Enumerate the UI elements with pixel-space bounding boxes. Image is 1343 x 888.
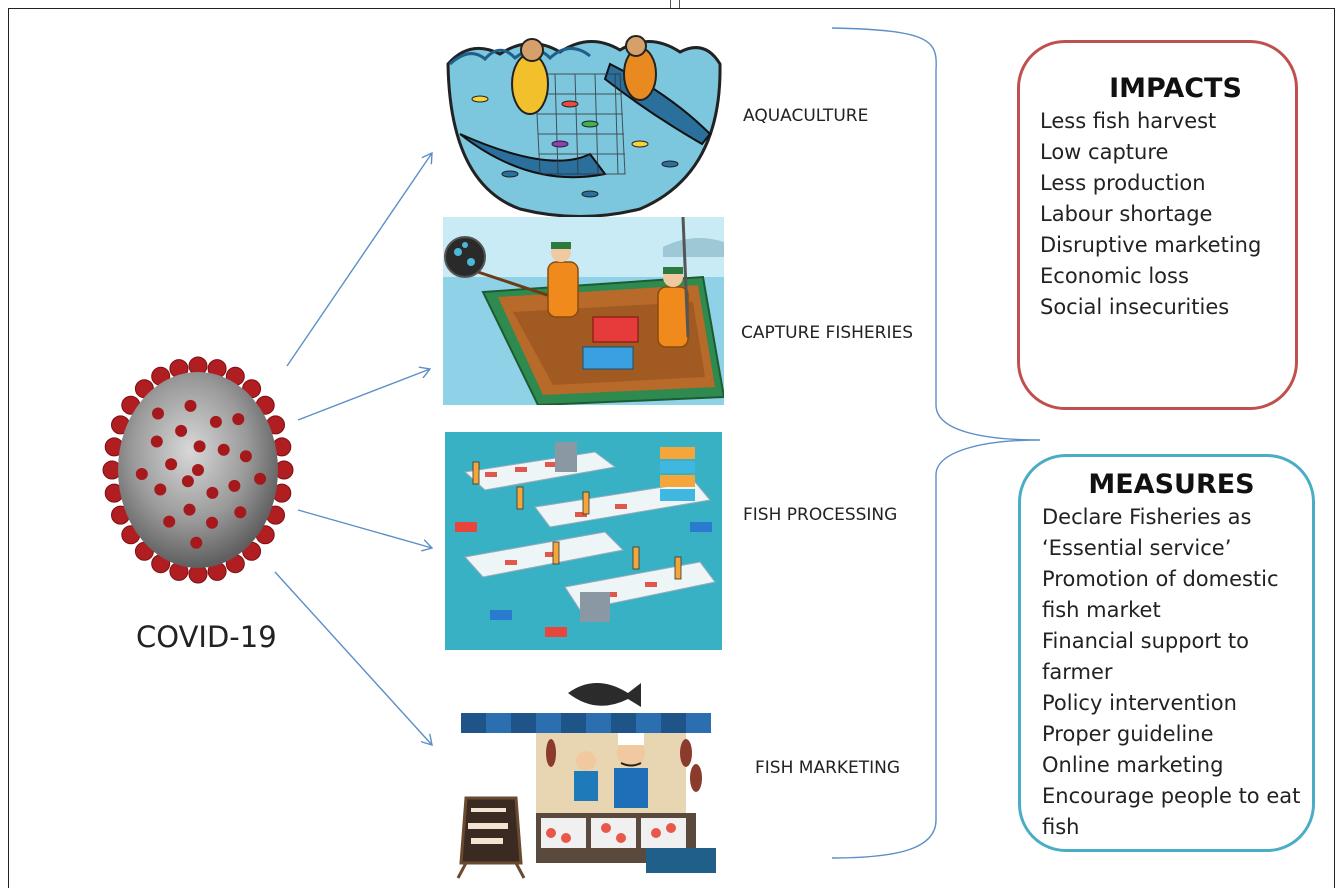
impact-item: Less fish harvest bbox=[1040, 109, 1217, 133]
measures-list: Declare Fisheries as ‘Essential service’… bbox=[1021, 500, 1312, 843]
fishing-boat-crew-illustration bbox=[443, 217, 724, 405]
measure-item: Proper guideline bbox=[1042, 722, 1214, 746]
impacts-title: IMPACTS bbox=[1109, 73, 1242, 104]
impact-item: Economic loss bbox=[1040, 264, 1189, 288]
fish-market-stall-illustration bbox=[446, 673, 736, 880]
coronavirus-icon bbox=[100, 352, 296, 588]
measure-item: ‘Essential service’ bbox=[1042, 536, 1232, 560]
measure-item: Encourage people to eat bbox=[1042, 784, 1301, 808]
sector-label-fish-processing: FISH PROCESSING bbox=[743, 505, 898, 525]
measure-item: Financial support to bbox=[1042, 629, 1250, 653]
measure-item: farmer bbox=[1042, 660, 1113, 684]
fish-processing-factory-illustration bbox=[445, 432, 722, 650]
sector-label-capture-fisheries: CAPTURE FISHERIES bbox=[741, 323, 914, 343]
sector-label-aquaculture: AQUACULTURE bbox=[743, 106, 869, 126]
impacts-list: Less fish harvest Low capture Less produ… bbox=[1020, 104, 1295, 323]
measure-item: Promotion of domestic bbox=[1042, 567, 1279, 591]
impact-item: Less production bbox=[1040, 171, 1206, 195]
impact-item: Labour shortage bbox=[1040, 202, 1213, 226]
measure-item: Policy intervention bbox=[1042, 691, 1237, 715]
measures-title: MEASURES bbox=[1088, 469, 1255, 500]
measure-item: Declare Fisheries as bbox=[1042, 505, 1252, 529]
impact-item: Disruptive marketing bbox=[1040, 233, 1262, 257]
impacts-box: IMPACTS Less fish harvest Low capture Le… bbox=[1017, 40, 1298, 410]
measure-item: Online marketing bbox=[1042, 753, 1224, 777]
top-connector-mark bbox=[670, 0, 680, 8]
measures-box: MEASURES Declare Fisheries as ‘Essential… bbox=[1018, 454, 1315, 852]
measure-item: fish bbox=[1042, 815, 1080, 839]
fishermen-net-boat-illustration bbox=[440, 24, 725, 220]
impact-item: Social insecurities bbox=[1040, 295, 1230, 319]
sector-label-fish-marketing: FISH MARKETING bbox=[755, 758, 901, 778]
impact-item: Low capture bbox=[1040, 140, 1169, 164]
covid-label: COVID-19 bbox=[136, 620, 277, 654]
measure-item: fish market bbox=[1042, 598, 1161, 622]
